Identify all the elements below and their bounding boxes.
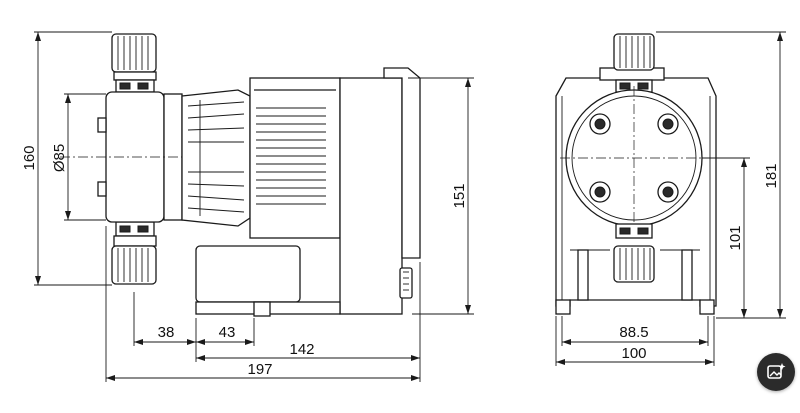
dim-diameter-label: Ø85 — [51, 144, 68, 172]
bottom-fitting — [111, 221, 157, 285]
dim-151-label: 151 — [451, 183, 468, 208]
front-top-fitting — [613, 33, 655, 93]
dim-181-label: 181 — [763, 163, 780, 188]
dim-885-label: 88.5 — [619, 324, 648, 341]
horizontal-dimensions-front: 88.5 100 — [555, 316, 715, 366]
front-view: 181 101 88.5 100 — [555, 31, 786, 366]
control-box — [339, 67, 421, 315]
front-bottom-fitting — [613, 223, 655, 283]
dimension-160: 160 — [21, 31, 112, 286]
dim-101-label: 101 — [727, 225, 744, 250]
dim-142-label: 142 — [289, 341, 314, 358]
top-fitting — [111, 33, 157, 93]
dim-197-label: 197 — [247, 361, 272, 378]
dimension-181: 181 — [656, 31, 786, 319]
pump-base — [195, 245, 341, 317]
dimension-101: 101 — [702, 157, 750, 318]
dim-38-label: 38 — [158, 324, 175, 341]
diaphragm-housing — [181, 89, 251, 227]
dim-43-label: 43 — [219, 324, 236, 341]
dimension-151: 151 — [408, 77, 474, 315]
head-bolts — [589, 113, 679, 203]
image-sparkle-icon — [767, 363, 786, 379]
side-view: 160 Ø85 151 — [21, 31, 474, 382]
dim-160-label: 160 — [21, 145, 38, 170]
dimension-diameter-85: Ø85 — [51, 93, 106, 221]
pump-head — [60, 91, 260, 223]
image-sparkle-button[interactable] — [757, 353, 795, 391]
motor-body — [249, 77, 341, 239]
horizontal-dimensions-side: 38 43 142 197 — [105, 226, 421, 382]
dim-100-label: 100 — [621, 345, 646, 362]
